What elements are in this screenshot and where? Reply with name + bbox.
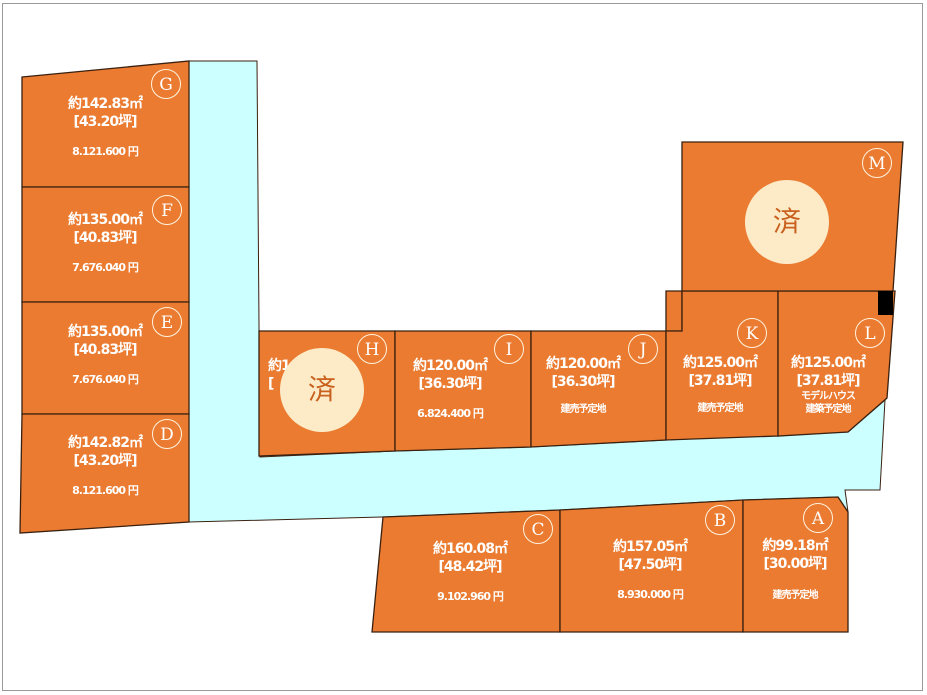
lot-label-A: A: [803, 503, 833, 533]
lot-price: 8.930.000 円: [617, 588, 684, 602]
lot-info-C: 約160.08㎡ [48.42坪] 9.102.960 円: [410, 540, 530, 605]
lot-price: 8.121.600 円: [72, 145, 139, 159]
lot-area: 約125.00㎡: [682, 355, 758, 371]
sold-badge-M: 済: [745, 180, 829, 264]
lot-tsubo: [30.00坪]: [763, 556, 827, 573]
lot-info-I: 約120.00㎡ [36.30坪] 6.824.400 円: [400, 357, 500, 422]
lot-note: 建売予定地: [697, 403, 744, 415]
lot-note-model-house: モデルハウス: [801, 391, 856, 403]
lot-price: 9.102.960 円: [437, 590, 504, 604]
lot-tsubo: [48.42坪]: [438, 559, 502, 576]
lot-info-L: 約125.00㎡ [37.81坪] モデルハウス 建築予定地: [778, 354, 878, 416]
lot-price: 7.676.040 円: [72, 373, 139, 387]
lot-info-K: 約125.00㎡ [37.81坪] 建売予定地: [670, 354, 770, 415]
lot-tsubo: [40.83坪]: [73, 230, 137, 247]
lot-label-D: D: [152, 419, 182, 449]
lot-info-E: 約135.00㎡ [40.83坪] 7.676.040 円: [40, 323, 170, 388]
lot-label-E: E: [152, 307, 182, 337]
lot-area: 約120.00㎡: [545, 356, 621, 372]
lot-tsubo: [36.30坪]: [551, 374, 615, 391]
lot-tsubo: [37.81坪]: [688, 373, 752, 390]
lot-price: 7.676.040 円: [72, 261, 139, 275]
lot-info-A: 約99.18㎡ [30.00坪] 建売予定地: [745, 537, 845, 602]
lot-label-G: G: [151, 69, 181, 99]
lot-label-J: J: [628, 334, 658, 364]
lot-info-B: 約157.05㎡ [47.50坪] 8.930.000 円: [590, 538, 710, 603]
lot-area: 約142.82㎡: [67, 435, 143, 451]
lot-tsubo: [43.20坪]: [73, 453, 137, 470]
lot-label-C: C: [523, 514, 553, 544]
lot-price: 8.121.600 円: [72, 484, 139, 498]
lot-tsubo: [36.30坪]: [418, 376, 482, 393]
lot-info-D: 約142.82㎡ [43.20坪] 8.121.600 円: [40, 434, 170, 499]
lot-label-M: M: [862, 148, 892, 178]
lot-note: 建築予定地: [805, 404, 852, 416]
lot-area: 約120.00㎡: [412, 358, 488, 374]
lot-label-H: H: [357, 334, 387, 364]
lot-note: 建売予定地: [772, 590, 819, 602]
lot-area: 約135.00㎡: [67, 212, 143, 228]
lot-info-G: 約142.83㎡ [43.20坪] 8.121.600 円: [40, 95, 170, 160]
lot-price: 6.824.400 円: [417, 407, 484, 421]
sold-badge-H: 済: [280, 348, 364, 432]
lot-label-L: L: [855, 318, 885, 348]
lot-tsubo: [37.81坪]: [796, 373, 860, 390]
marker-block: [878, 291, 893, 315]
lot-area: 約99.18㎡: [762, 538, 828, 554]
lot-area: 約135.00㎡: [67, 324, 143, 340]
lot-info-J: 約120.00㎡ [36.30坪] 建売予定地: [533, 355, 633, 416]
lot-D[interactable]: [19, 413, 190, 534]
lot-area: 約157.05㎡: [612, 539, 688, 555]
lot-tsubo: [43.20坪]: [73, 114, 137, 131]
lot-label-K: K: [737, 318, 767, 348]
map-frame: [2, 3, 923, 691]
lot-label-I: I: [494, 334, 524, 364]
lot-tsubo: [40.83坪]: [73, 342, 137, 359]
lot-label-F: F: [152, 195, 182, 225]
lot-label-B: B: [705, 505, 735, 535]
lot-area: 約142.83㎡: [67, 96, 143, 112]
lot-note: 建売予定地: [560, 404, 607, 416]
lot-tsubo: [47.50坪]: [618, 557, 682, 574]
lot-area: 約160.08㎡: [432, 541, 508, 557]
lot-tsubo: [: [268, 376, 274, 393]
lot-area: 約125.00㎡: [790, 355, 866, 371]
lot-info-F: 約135.00㎡ [40.83坪] 7.676.040 円: [40, 211, 170, 276]
